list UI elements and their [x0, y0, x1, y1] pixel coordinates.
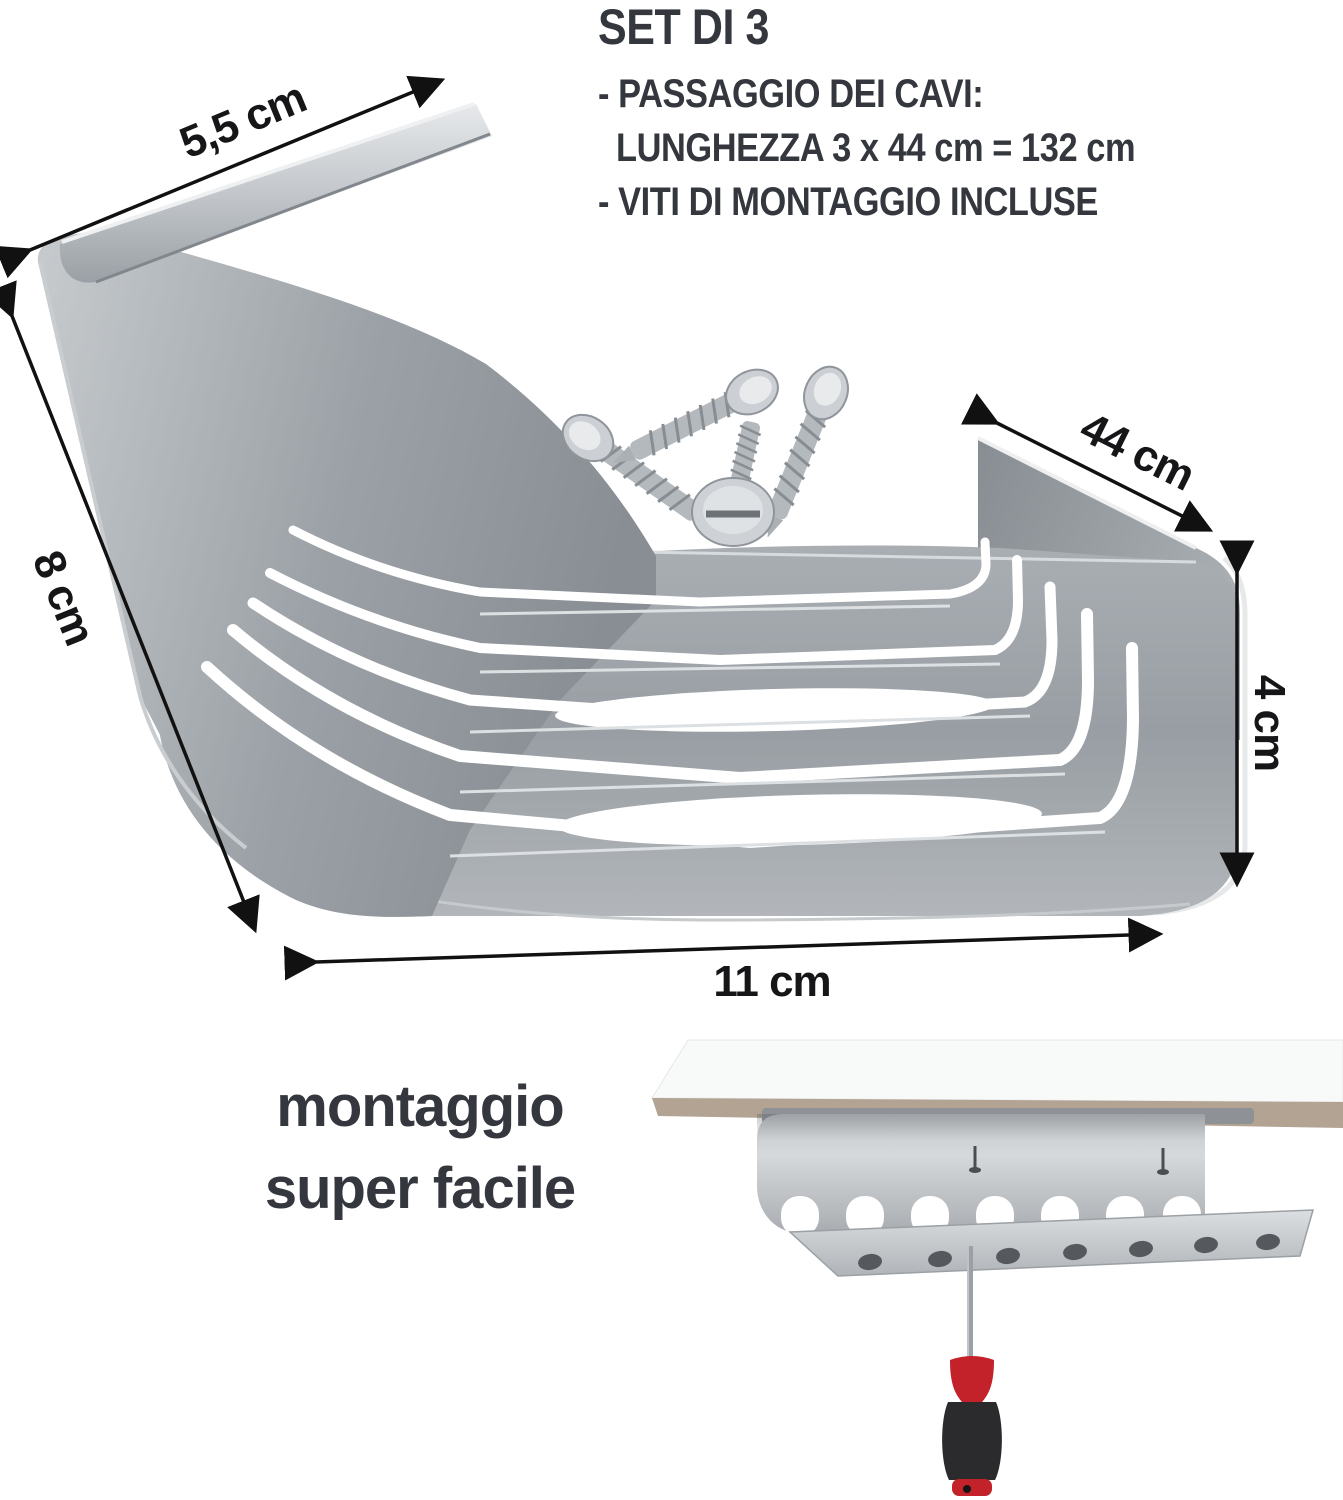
arrow-side-height: [0, 280, 260, 934]
arrow-length: [960, 393, 1214, 532]
label-depth: 11 cm: [713, 957, 831, 1006]
apron-holes: [858, 1233, 1280, 1271]
caption-line-2: super facile: [264, 1156, 576, 1221]
easy-mount-caption: montaggio super facile: [150, 1066, 690, 1230]
tray-cable-slots: [201, 525, 1140, 849]
info-bullet-screws: - VITI DI MONTAGGIO INCLUSE: [598, 180, 1098, 224]
mounting-screws-figure: [561, 365, 849, 547]
info-title: SET DI 3: [598, 0, 770, 55]
arrow-flange-width: [0, 75, 446, 279]
arrow-depth: [283, 917, 1164, 981]
mounting-pins: [969, 1146, 1169, 1175]
under-desk-mounting-illustration: [651, 1039, 1343, 1496]
tray-strip-highlights: [449, 604, 1106, 858]
cable-tray-figure: [37, 102, 1248, 922]
dimension-arrows: [0, 75, 1255, 981]
desk-top: [651, 1039, 1343, 1103]
label-back-height: 4 cm: [1245, 674, 1294, 772]
info-bullet-cables: - PASSAGGIO DEI CAVI:: [598, 72, 984, 116]
info-bullet-cables-length: LUNGHEZZA 3 x 44 cm = 132 cm: [616, 126, 1136, 170]
screwdriver-figure: [942, 1246, 1002, 1496]
caption-line-1: montaggio: [276, 1074, 564, 1139]
